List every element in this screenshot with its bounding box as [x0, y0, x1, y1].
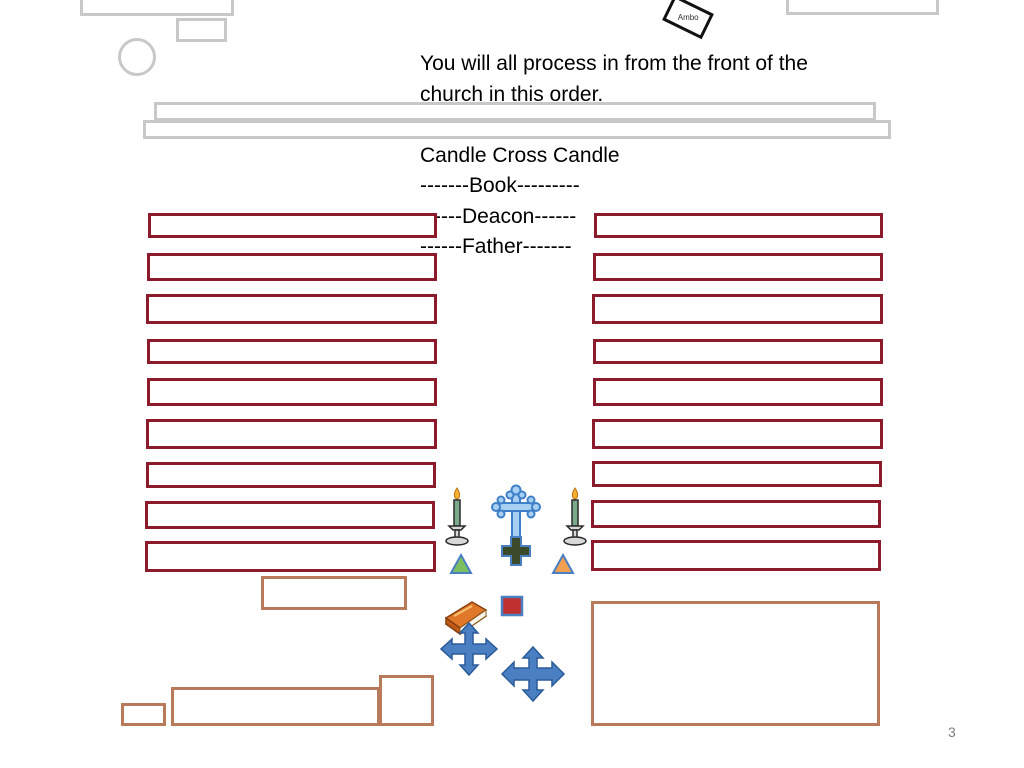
pew-left-4	[147, 339, 437, 364]
instructions-text: You will all process in from the front o…	[420, 49, 890, 263]
pew-left-8	[145, 501, 435, 529]
pew-left-9	[145, 541, 436, 572]
back-cabinet	[379, 675, 434, 726]
four-way-arrow-icon	[500, 645, 566, 703]
pew-right-3	[592, 294, 883, 324]
altar-rail-upper	[154, 102, 876, 121]
ambo: Ambo	[662, 0, 714, 40]
sanctuary-step	[80, 0, 234, 16]
pew-left-3	[146, 294, 437, 324]
book-icon	[444, 601, 488, 636]
instruction-line: You will all process in from the front o…	[420, 52, 808, 75]
back-area-right	[591, 601, 880, 726]
pew-left-7	[146, 462, 436, 488]
triangle-icon	[551, 552, 575, 574]
instruction-line: ------Father-------	[420, 235, 572, 258]
candle-icon	[445, 487, 469, 546]
pew-left-5	[147, 378, 437, 406]
instruction-line: church in this order.	[420, 82, 604, 106]
instruction-line	[420, 110, 890, 141]
instruction-line: -------Book---------	[420, 174, 580, 197]
altar-rail-lower	[143, 120, 891, 139]
square-marker-icon	[500, 595, 524, 617]
pew-left-6	[146, 419, 437, 449]
candle-icon	[563, 487, 587, 546]
pew-right-6	[592, 419, 883, 449]
side-step	[786, 0, 939, 15]
credence-table	[176, 18, 227, 42]
pew-right-4	[593, 339, 883, 364]
instruction-line: ------Deacon------	[420, 204, 577, 228]
pew-right-1	[594, 213, 883, 238]
back-bench-bottom	[171, 687, 380, 726]
back-small-table	[121, 703, 166, 726]
pew-right-8	[591, 500, 881, 528]
pew-right-9	[591, 540, 881, 571]
slide-number: 3	[948, 724, 956, 740]
pew-right-2	[593, 253, 883, 281]
back-bench-left	[261, 576, 407, 610]
instruction-line: Candle Cross Candle	[420, 143, 620, 167]
triangle-icon	[449, 552, 473, 574]
cross-shape-icon	[501, 536, 531, 566]
ambo-label: Ambo	[677, 12, 699, 22]
pew-right-7	[592, 461, 882, 487]
budded-cross-icon	[491, 484, 541, 539]
pew-left-1	[148, 213, 437, 238]
pew-left-2	[147, 253, 437, 281]
pew-right-5	[593, 378, 883, 406]
baptismal-font	[118, 38, 156, 76]
four-way-arrow-icon	[439, 621, 499, 677]
